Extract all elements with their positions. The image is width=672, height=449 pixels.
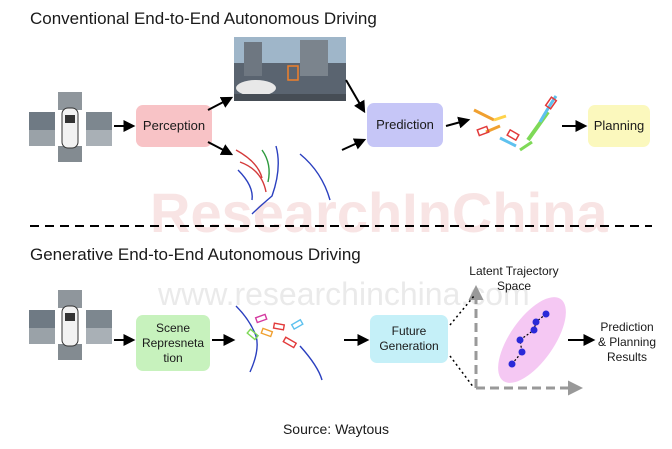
latent-label-line-1: Latent Trajectory xyxy=(469,264,558,278)
scene-label-line-3: tion xyxy=(163,351,182,365)
planning-label: Planning xyxy=(594,118,645,133)
projection-line-lower xyxy=(449,355,475,389)
result-label-line-1: Prediction xyxy=(600,320,653,334)
result-label-line-2: & Planning xyxy=(598,335,656,349)
top-flow-arrows xyxy=(114,79,588,156)
trajectory-sketch xyxy=(473,95,558,152)
future-label-line-2: Generation xyxy=(379,339,438,353)
watermark-url: www.researchinchina.com xyxy=(157,276,530,312)
latent-label-line-2: Space xyxy=(497,279,531,293)
latent-distribution-ellipse xyxy=(498,297,566,383)
scene-representation-box xyxy=(136,315,210,371)
perception-box xyxy=(136,105,212,147)
surround-camera-views-bottom xyxy=(29,290,112,360)
prediction-label: Prediction xyxy=(376,117,434,132)
map-lanes-sketch xyxy=(235,145,331,215)
scene-label-line-1: Scene xyxy=(156,321,190,335)
camera-scene-image xyxy=(234,37,346,101)
perception-label: Perception xyxy=(143,118,205,133)
latent-space-axes xyxy=(468,285,583,396)
source-caption: Source: Waytous xyxy=(283,421,389,437)
planning-box xyxy=(588,105,650,147)
top-title: Conventional End-to-End Autonomous Drivi… xyxy=(30,9,377,28)
prediction-box xyxy=(367,103,443,147)
bottom-title: Generative End-to-End Autonomous Driving xyxy=(30,245,361,264)
future-label-line-1: Future xyxy=(392,324,427,338)
result-label-line-3: Results xyxy=(607,350,647,364)
scene-label-line-2: Represneta xyxy=(142,336,204,350)
projection-line-upper xyxy=(449,295,475,326)
future-generation-box xyxy=(370,315,448,363)
scene-sketch xyxy=(235,305,323,381)
surround-camera-views-top xyxy=(29,92,112,162)
latent-trajectory xyxy=(508,310,550,368)
watermark-brand: ResearchInChina xyxy=(150,181,608,244)
